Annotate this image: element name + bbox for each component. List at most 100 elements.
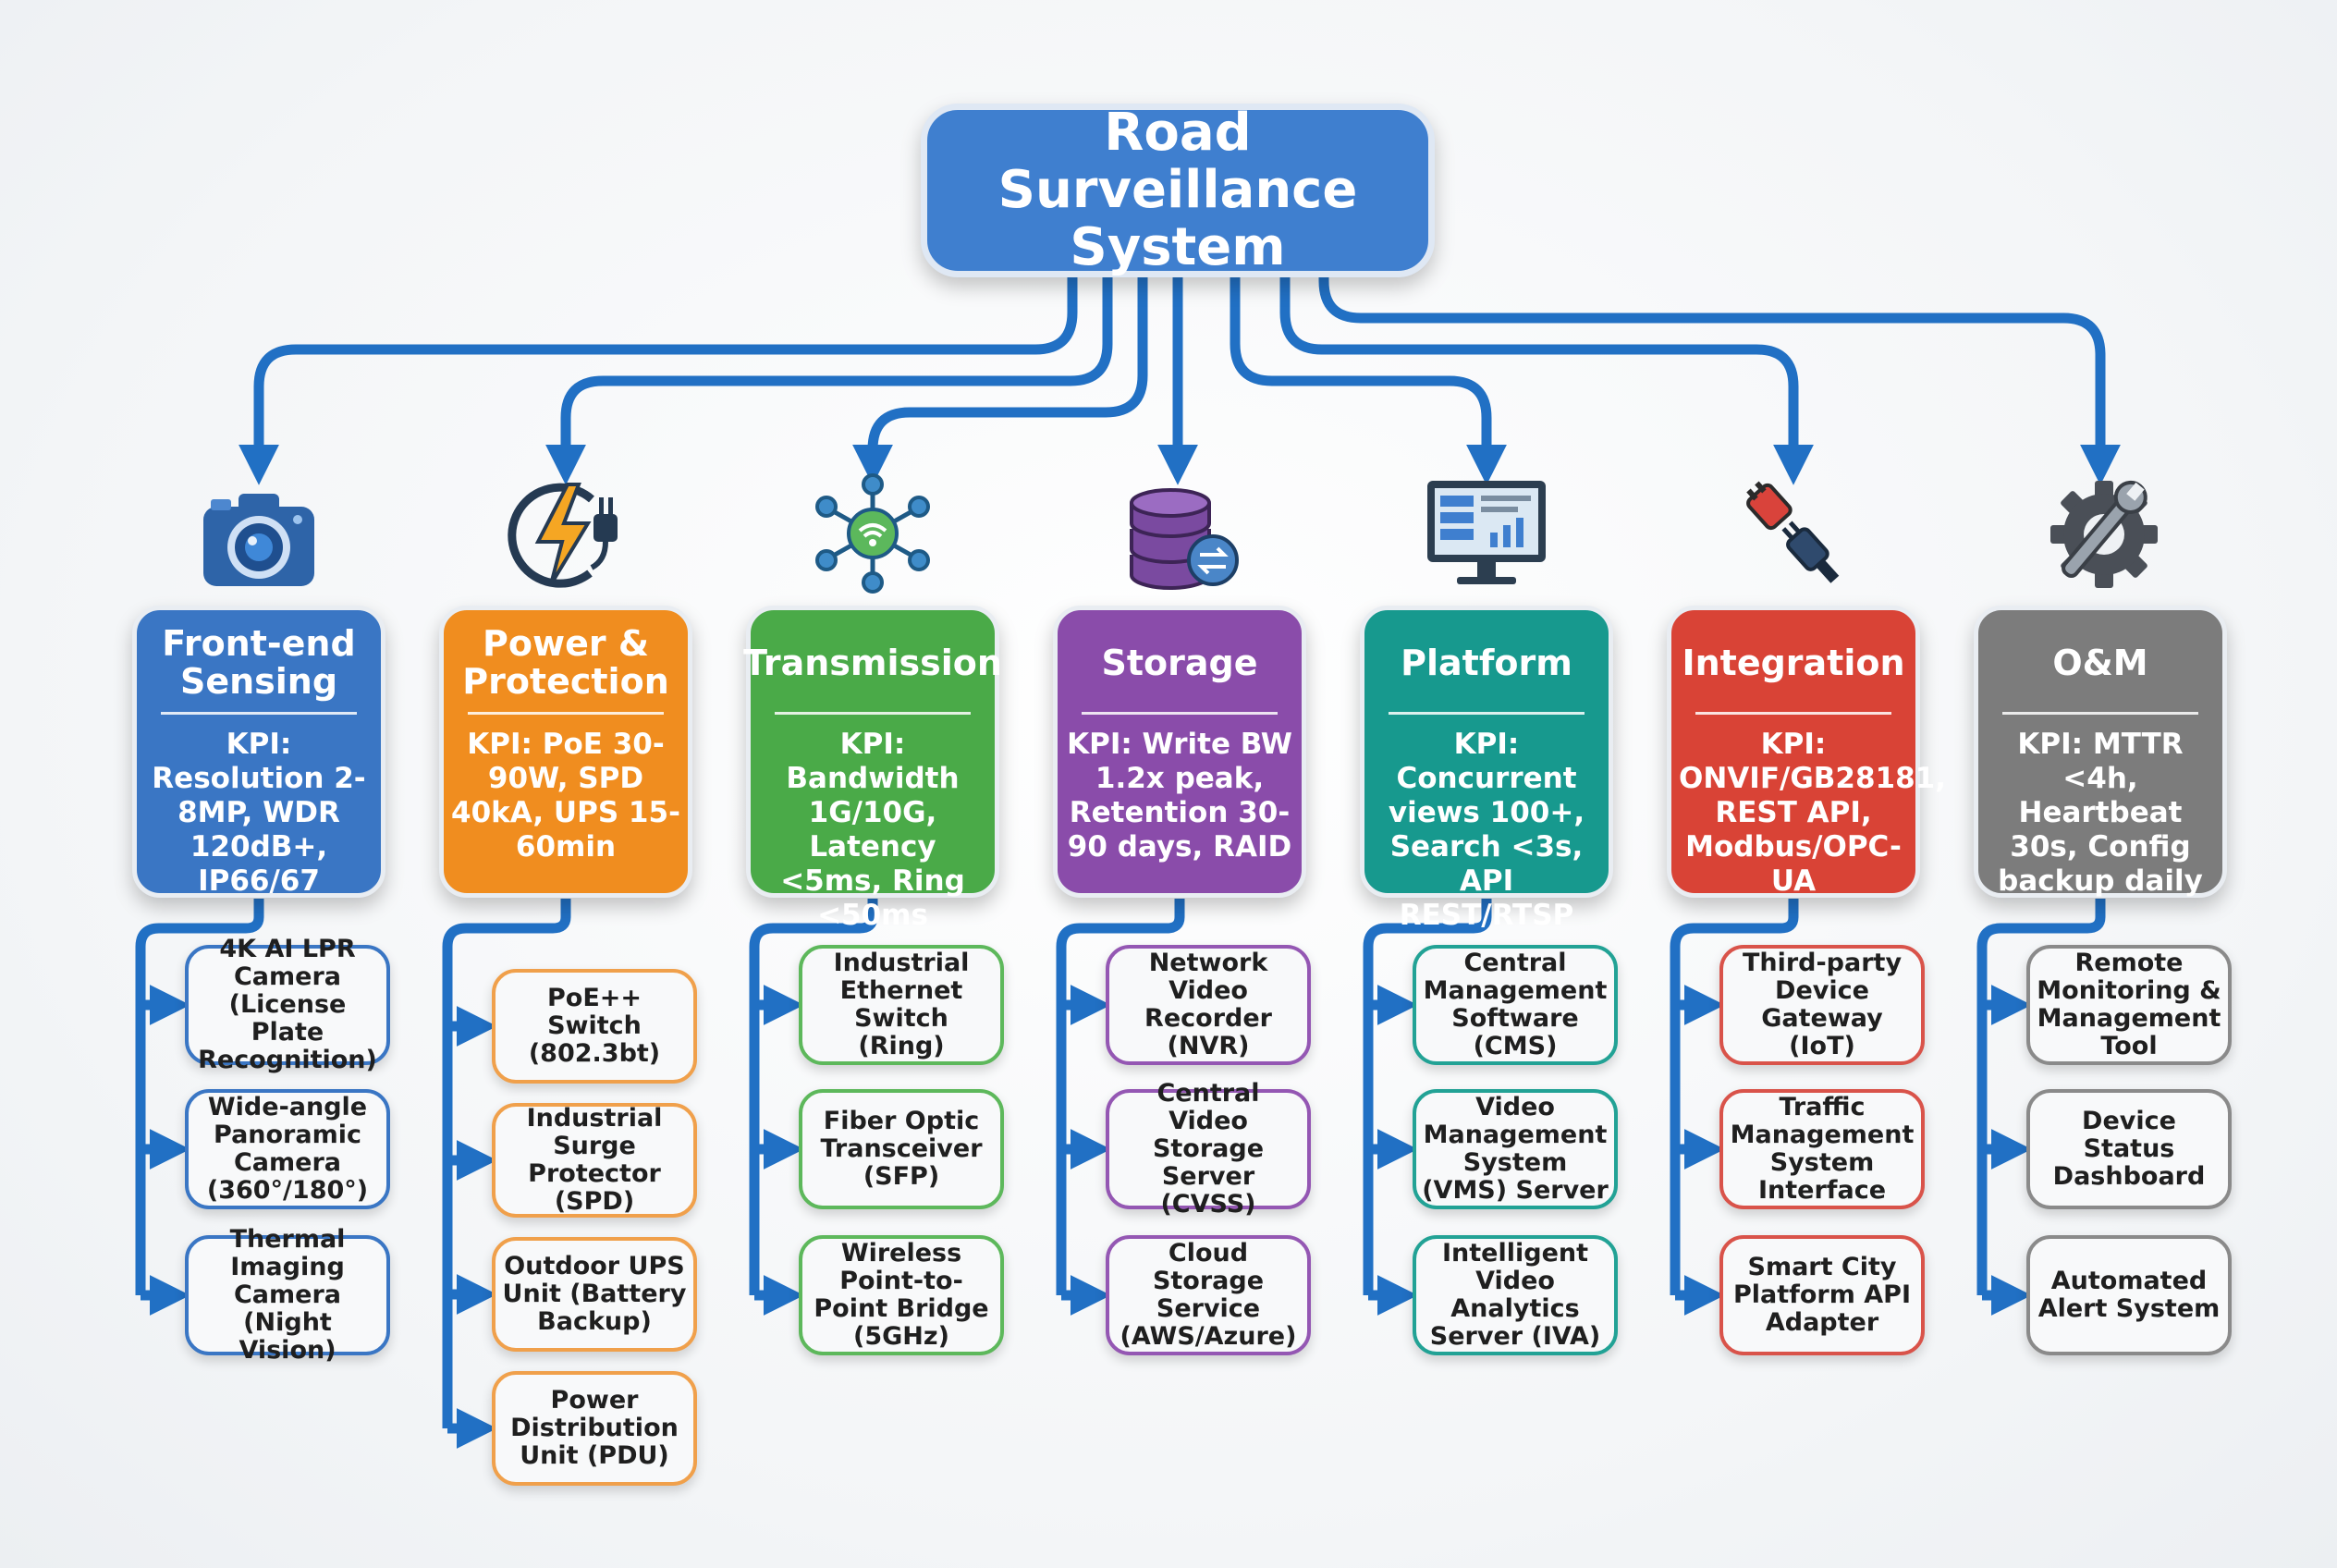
category-title: Storage [1101,642,1258,683]
component-label: Third-party Device Gateway (IoT) [1742,949,1903,1060]
component-box-storage-2: Central Video Storage Server (CVSS) [1106,1080,1311,1219]
branch-spine-frontend [135,899,264,1295]
component-label: Industrial Surge Protector (SPD) [526,1104,663,1216]
component-label: Outdoor UPS Unit (Battery Backup) [502,1252,687,1336]
component-box-om-3: Automated Alert System [2026,1235,2232,1355]
component-label: PoE++ Switch (802.3bt) [528,984,661,1068]
component-label: Traffic Management System Interface [1730,1093,1915,1205]
category-divider [1082,712,1278,715]
gear-wrench-icon [2036,472,2165,596]
component-box-frontend-1: 4K AI LPR Camera (License Plate Recognit… [185,936,390,1074]
category-card-storage: Storage KPI: Write BW 1.2x peak, Retenti… [1053,606,1306,898]
branch-spine-transmission [749,899,878,1295]
component-label: Wireless Point-to-Point Bridge (5GHz) [814,1239,989,1351]
column-integration: Integration KPI: ONVIF/GB28181, REST API… [1664,0,1947,1568]
component-box-transmission-2: Fiber Optic Transceiver (SFP) [799,1089,1004,1209]
category-card-transmission: Transmission KPI: Bandwidth 1G/10G, Late… [743,606,1002,932]
power-plug-icon [501,472,630,596]
component-box-storage-1: Network Video Recorder (NVR) [1106,945,1311,1065]
component-box-platform-2: Video Management System (VMS) Server [1413,1089,1618,1209]
category-kpi: KPI: PoE 30-90W, SPD 40kA, UPS 15-60min [451,728,680,864]
component-label: Device Status Dashboard [2052,1107,2206,1191]
category-kpi: KPI: Concurrent views 100+, Search <3s, … [1388,728,1585,932]
component-box-power-4: Power Distribution Unit (PDU) [492,1371,697,1486]
component-box-frontend-2: Wide-angle Panoramic Camera (360°/180°) [185,1089,390,1209]
connector-plug-icon [1729,472,1858,596]
category-title: Transmission [743,642,1002,683]
category-title: Integration [1682,642,1905,683]
component-label: Fiber Optic Transceiver (SFP) [820,1107,983,1191]
column-frontend: Front-end Sensing KPI: Resolution 2-8MP,… [129,0,390,1568]
root-connector-power [545,277,1113,485]
branch-spine-integration [1670,899,1799,1295]
category-divider [2002,712,2198,715]
root-node: Road Surveillance System [921,104,1435,277]
component-label: 4K AI LPR Camera (License Plate Recognit… [198,935,377,1074]
category-divider [1695,712,1891,715]
category-kpi: KPI: Resolution 2-8MP, WDR 120dB+, IP66/… [152,728,366,898]
category-card-om: O&M KPI: MTTR <4h, Heartbeat 30s, Config… [1974,606,2227,898]
component-label: Power Distribution Unit (PDU) [510,1386,679,1470]
branch-spine-om [1976,899,2106,1295]
component-label: Intelligent Video Analytics Server (IVA) [1429,1239,1601,1351]
component-box-transmission-1: Industrial Ethernet Switch (Ring) [799,945,1004,1065]
category-kpi: KPI: Bandwidth 1G/10G, Latency <5ms, Rin… [780,728,965,932]
category-kpi: KPI: ONVIF/GB28181, REST API, Modbus/OPC… [1679,728,1947,898]
component-box-transmission-3: Wireless Point-to-Point Bridge (5GHz) [799,1235,1004,1355]
category-card-power: Power & Protection KPI: PoE 30-90W, SPD … [439,606,692,898]
component-box-integration-3: Smart City Platform API Adapter [1719,1235,1925,1355]
monitor-dashboard-icon [1422,472,1551,596]
network-hub-icon [808,472,937,596]
category-divider [161,712,357,715]
category-divider [775,712,971,715]
component-box-power-1: PoE++ Switch (802.3bt) [492,969,697,1084]
category-kpi: KPI: Write BW 1.2x peak, Retention 30-90… [1067,728,1292,864]
root-connector-platform [1230,277,1507,485]
component-label: Central Management Software (CMS) [1423,949,1608,1060]
component-label: Network Video Recorder (NVR) [1144,949,1272,1060]
component-label: Thermal Imaging Camera (Night Vision) [229,1225,346,1365]
column-transmission: Transmission KPI: Bandwidth 1G/10G, Late… [743,0,1004,1568]
category-kpi: KPI: MTTR <4h, Heartbeat 30s, Config bac… [1998,728,2203,898]
component-box-power-2: Industrial Surge Protector (SPD) [492,1103,697,1218]
category-title: O&M [2052,642,2148,683]
root-connector-transmission [852,277,1148,485]
branch-spine-platform [1363,899,1492,1295]
component-box-platform-1: Central Management Software (CMS) [1413,945,1618,1065]
column-storage: Storage KPI: Write BW 1.2x peak, Retenti… [1050,0,1311,1568]
category-card-frontend: Front-end Sensing KPI: Resolution 2-8MP,… [132,606,385,898]
component-box-integration-2: Traffic Management System Interface [1719,1089,1925,1209]
camera-icon [194,472,324,596]
column-power: Power & Protection KPI: PoE 30-90W, SPD … [436,0,697,1568]
component-label: Smart City Platform API Adapter [1732,1253,1912,1337]
category-title: Front-end Sensing [162,623,356,702]
component-label: Automated Alert System [2037,1267,2221,1323]
branch-spine-power [442,899,571,1428]
component-label: Remote Monitoring & Management Tool [2037,949,2221,1060]
component-label: Cloud Storage Service (AWS/Azure) [1120,1239,1297,1351]
component-box-frontend-3: Thermal Imaging Camera (Night Vision) [185,1226,390,1365]
category-divider [468,712,664,715]
root-title: Road Surveillance System [997,103,1358,277]
root-connector-integration [1279,277,1814,485]
component-box-om-2: Device Status Dashboard [2026,1089,2232,1209]
database-sync-icon [1115,472,1244,596]
component-label: Wide-angle Panoramic Camera (360°/180°) [206,1093,369,1205]
component-box-storage-3: Cloud Storage Service (AWS/Azure) [1106,1235,1311,1355]
root-connector-frontend [239,277,1078,485]
category-title: Power & Protection [462,623,669,702]
component-label: Industrial Ethernet Switch (Ring) [833,949,970,1060]
component-box-platform-3: Intelligent Video Analytics Server (IVA) [1413,1235,1618,1355]
branch-spine-storage [1056,899,1185,1295]
category-divider [1389,712,1585,715]
component-box-om-1: Remote Monitoring & Management Tool [2026,945,2232,1065]
component-label: Central Video Storage Server (CVSS) [1152,1079,1265,1219]
root-connector-om [1318,276,2121,485]
category-title: Platform [1401,642,1572,683]
column-om: O&M KPI: MTTR <4h, Heartbeat 30s, Config… [1971,0,2232,1568]
component-box-power-3: Outdoor UPS Unit (Battery Backup) [492,1237,697,1352]
component-label: Video Management System (VMS) Server [1422,1093,1609,1205]
category-card-integration: Integration KPI: ONVIF/GB28181, REST API… [1667,606,1947,898]
